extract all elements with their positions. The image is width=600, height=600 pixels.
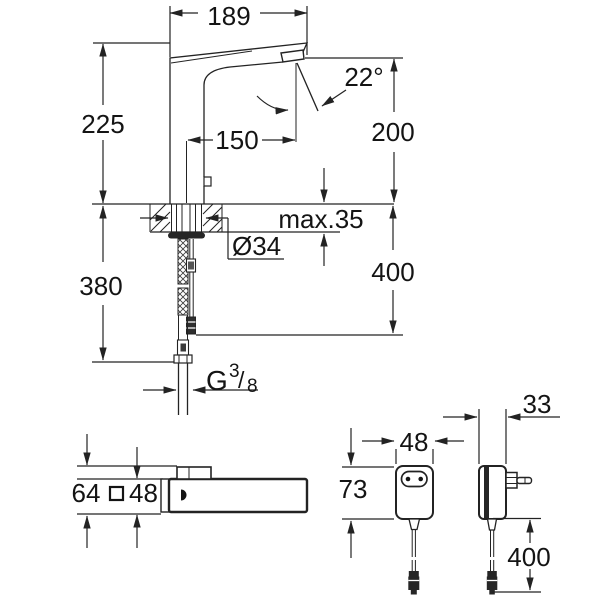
dim-label-height-above-deck: 225 [81,109,124,139]
dim-label-psu-width: 48 [400,427,429,457]
square-profile-symbol [108,485,125,502]
dimension-380: 380 [79,205,174,363]
mounting-deck-section [92,203,394,239]
mounting-flange [168,232,205,239]
dim-label-height-below-deck: 380 [79,271,122,301]
aerator-outlet [280,49,305,63]
socket-pin-hole-left [405,476,411,482]
dim-label-hole-diameter: Ø34 [232,231,281,261]
faucet-side-view [169,42,319,204]
dim-label-deck-thickness: max.35 [278,204,363,234]
psu-front-cable [411,529,416,571]
dimension-spray-angle: 22° [256,62,384,115]
mounting-base-top-view [176,466,212,480]
sensor-window-dot [181,489,187,501]
thread-slash: / [238,367,245,393]
dimension-max35: max.35 [278,168,364,266]
dim-label-spout-reach: 150 [215,125,258,155]
psu-side-connector-top [487,571,497,577]
supply-pipe [177,363,189,415]
body-side-tab [203,176,212,187]
psu-side-body [478,465,507,520]
mounting-nut-facets [178,355,188,363]
psu-front-connector-body [408,576,420,590]
faucet-spout-outline [169,42,309,204]
thread-numerator: 3 [229,361,240,382]
plug-pin [516,476,533,485]
plug-base-lines [506,477,517,484]
faucet-underside-outline [203,61,284,204]
power-supply-side-view: 33 400 [443,389,560,595]
dim-label-spray-angle: 22° [344,62,383,92]
dimension-189: 189 [169,1,308,57]
sensor-cable [189,239,194,317]
psu-front-strain-relief [408,518,421,531]
psu-front-connector-top [408,571,419,577]
dim-label-spout-body-width: 48 [129,478,158,508]
power-supply-front-view: 48 73 [339,427,464,595]
plug-base [505,471,518,489]
psu-front-connector-tip [410,590,417,595]
dim-label-psu-height: 73 [339,474,368,504]
cable-connector-inner [188,261,194,270]
psu-side-strain-relief [486,518,498,531]
dimension-400-hose: 400 [196,205,415,336]
dim-label-psu-cable-length: 400 [507,542,550,572]
dim-label-spout-depth: 64 [72,478,101,508]
dim-label-spout-width: 189 [207,1,250,31]
dimension-hole-diameter: Ø34 [140,214,284,261]
under-deck-assembly [173,238,197,415]
psu-side-seam-band [484,467,489,518]
thread-letter: G [206,365,228,396]
mounting-nut [173,354,193,364]
socket-pin-hole-right [418,476,424,482]
shank-through-deck [171,204,202,232]
thread-denominator: 8 [247,376,258,397]
hose-end-connector [186,316,196,335]
faucet-spout-inner-line [170,50,253,64]
dimension-thread-g38: G 3 / 8 [143,361,258,397]
braided-hose-lower [177,287,189,316]
dimension-200: 200 [305,57,415,203]
spout-body-top-view [167,477,309,514]
threaded-stud [178,315,188,340]
europlug-socket-face [400,470,428,488]
spout-top-view: 64 48 [72,434,309,548]
dim-label-psu-depth: 33 [523,389,552,419]
stud-lower-block-inner [180,343,186,352]
psu-side-connector-body [486,576,498,590]
dim-label-hose-length: 400 [371,257,414,287]
psu-side-cable [490,530,495,571]
dimension-225: 225 [81,42,170,204]
dimension-150: 150 [187,125,296,155]
spray-angled-line [296,62,319,112]
dim-label-outlet-height: 200 [371,117,414,147]
